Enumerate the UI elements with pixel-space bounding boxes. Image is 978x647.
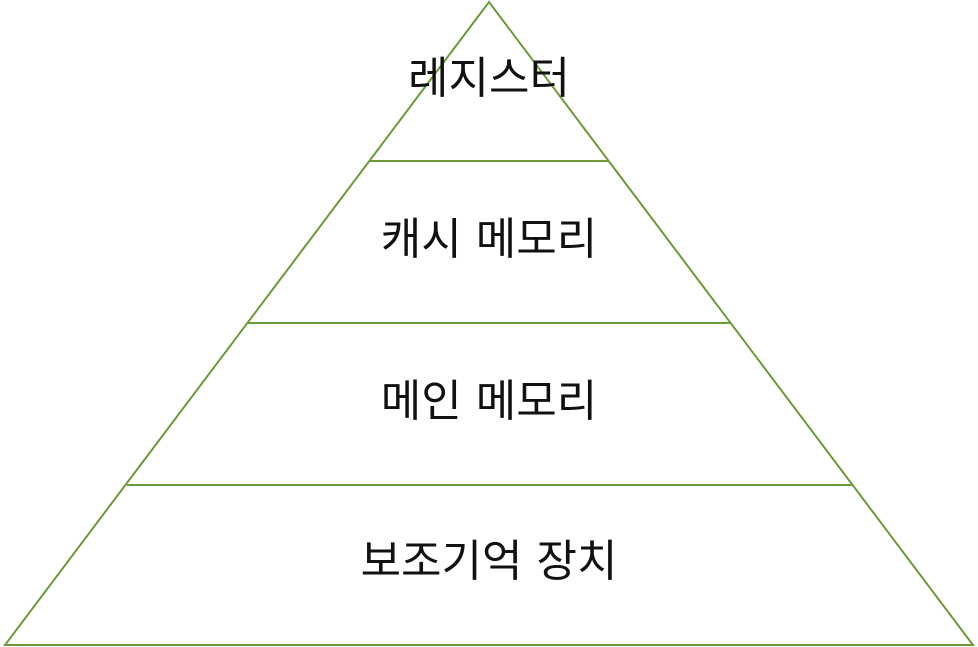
level-label-secondary-storage: 보조기억 장치 bbox=[361, 536, 618, 587]
level-label-cache-memory: 캐시 메모리 bbox=[381, 214, 597, 265]
level-label-registers: 레지스터 bbox=[408, 53, 570, 104]
level-label-main-memory: 메인 메모리 bbox=[381, 376, 597, 427]
